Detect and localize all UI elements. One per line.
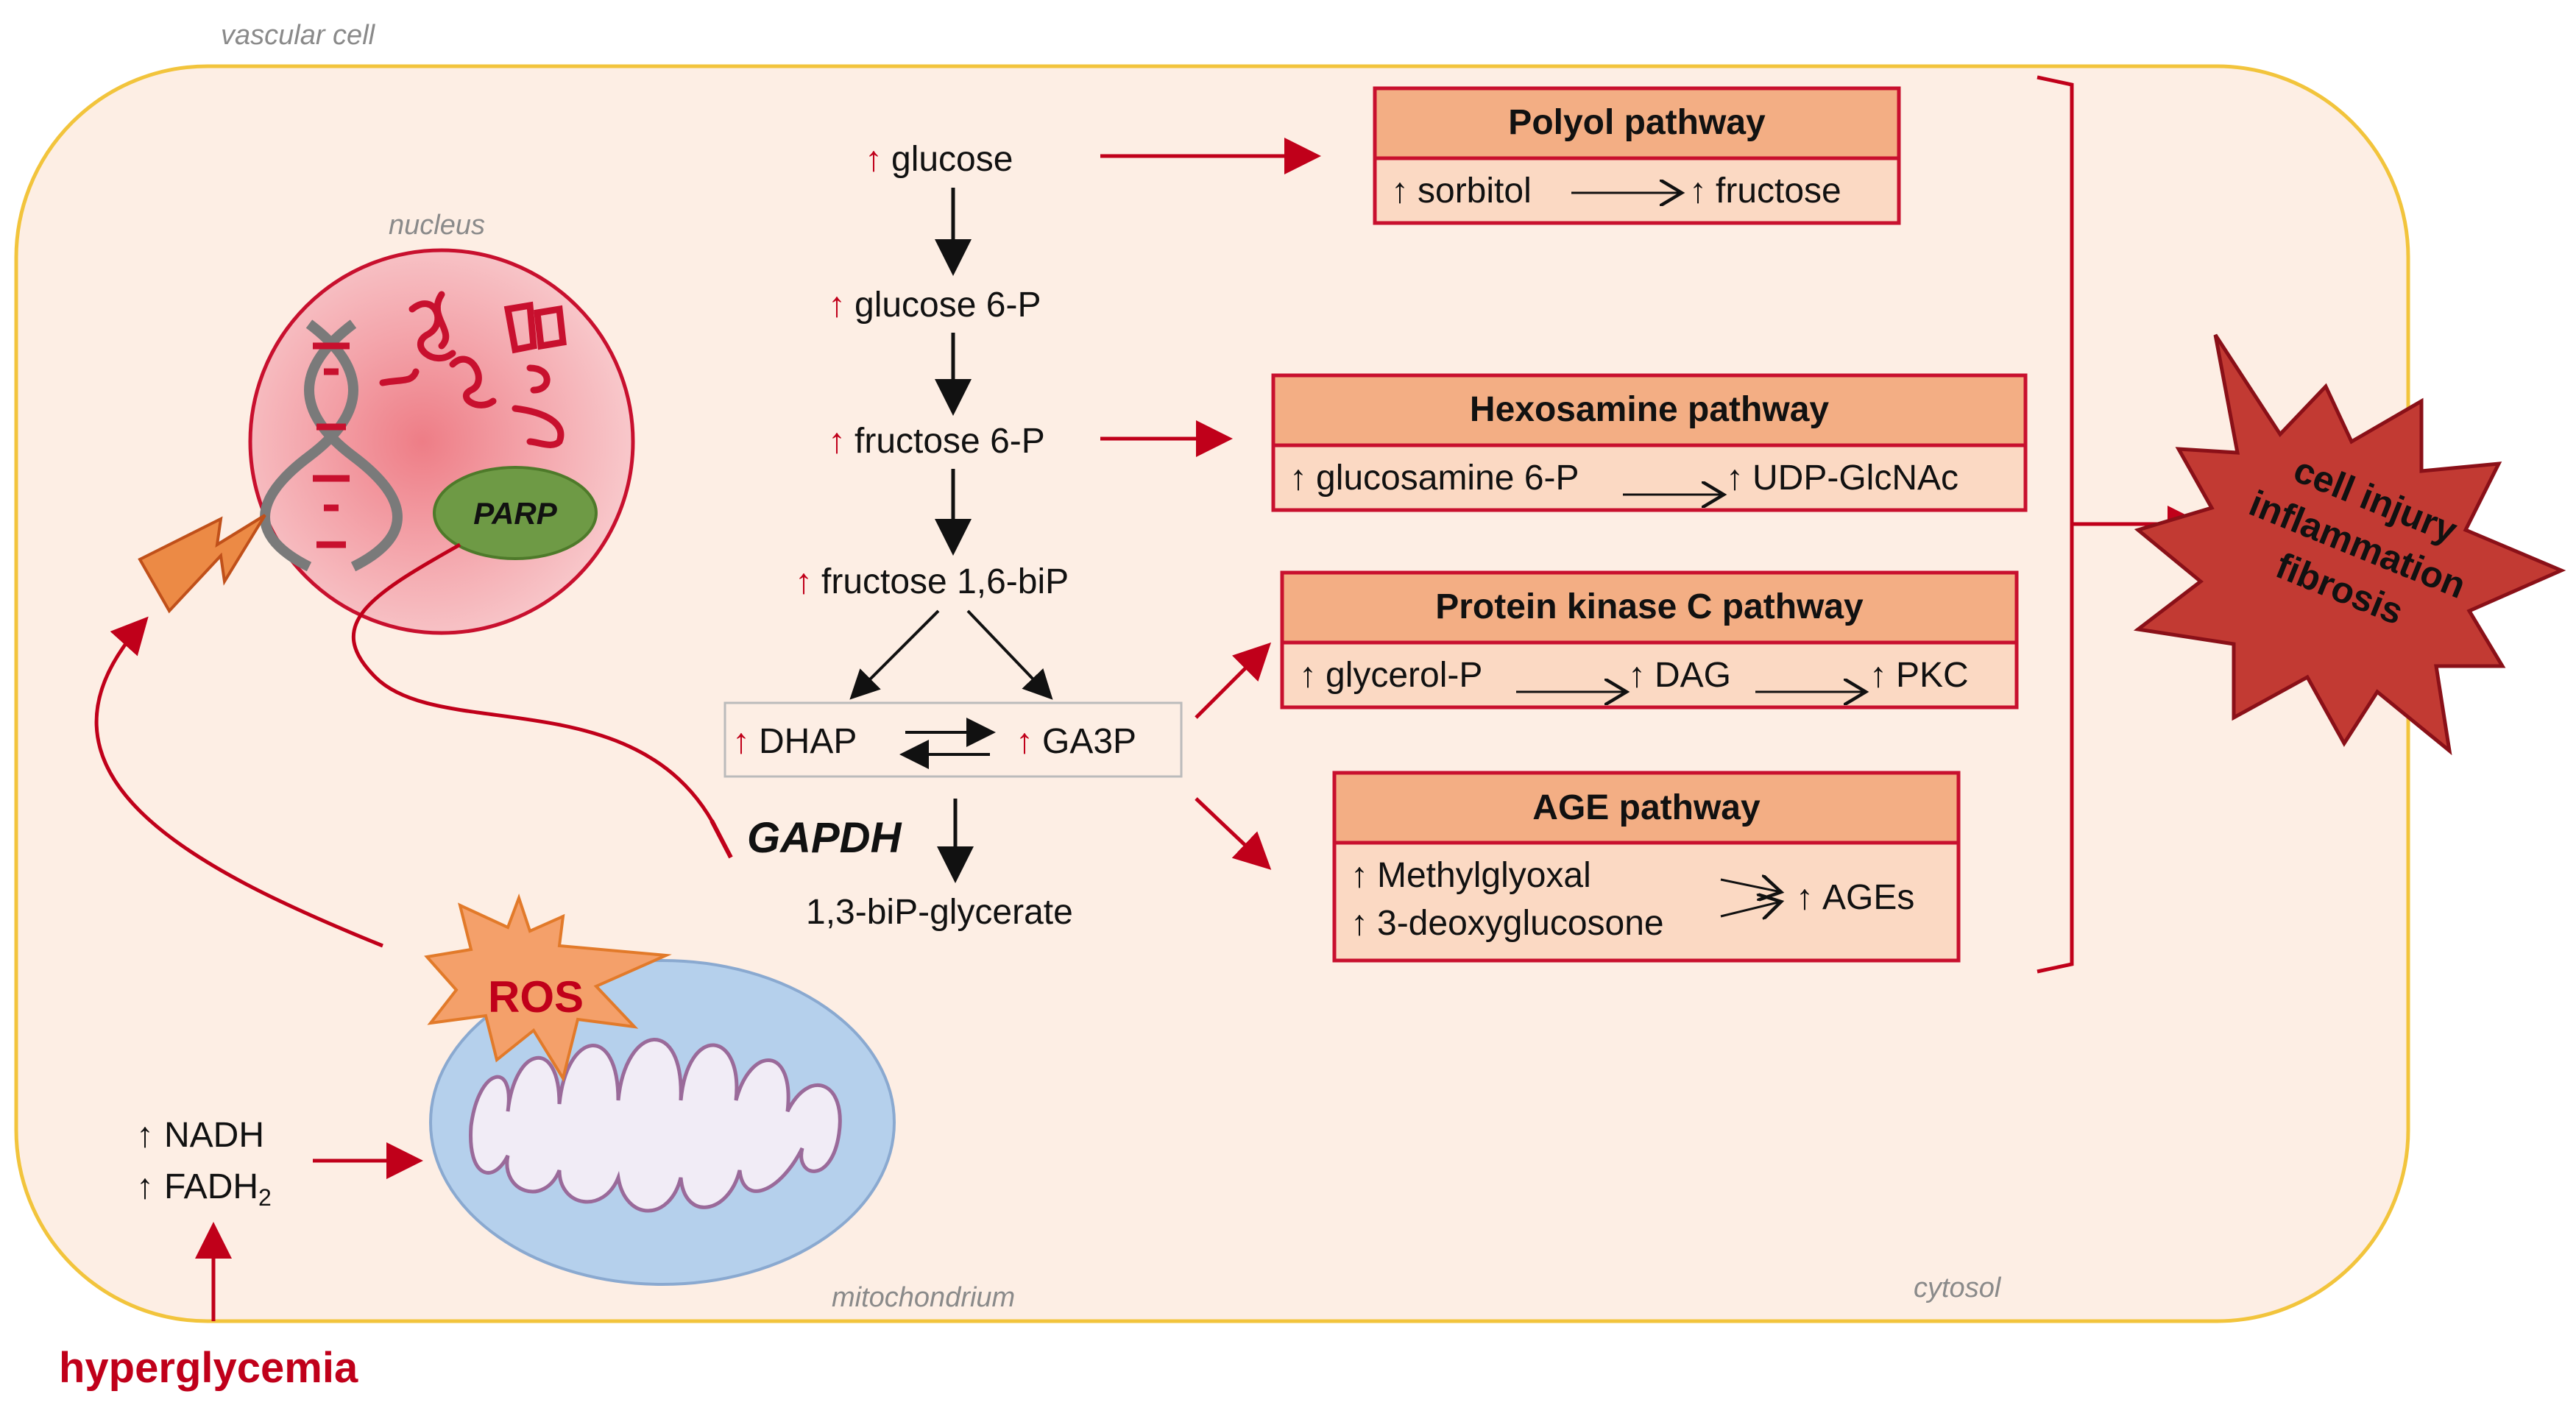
- gapdh-label: GAPDH: [747, 814, 902, 862]
- fadh2-label: ↑FADH2: [136, 1167, 272, 1211]
- age-arrow-2: [1720, 902, 1781, 916]
- biPglycerate-label: 1,3-biP-glycerate: [806, 893, 1073, 932]
- ros-label: ROS: [488, 972, 584, 1022]
- ga3p-to-age-arrow: [1195, 797, 1272, 870]
- dna-helix-icon: [260, 319, 403, 572]
- age-arrow-1: [1720, 880, 1781, 892]
- age-ages: ↑AGEs: [1796, 878, 1914, 917]
- outcome-burst: [2133, 333, 2566, 756]
- fructose6p-label: ↑fructose 6-P: [828, 422, 1045, 461]
- age-deoxyglucosone: ↑3-deoxyglucosone: [1351, 904, 1664, 943]
- cytosol-label: cytosol: [1914, 1273, 2002, 1303]
- arrow-f16bp-ga3p: [966, 609, 1053, 700]
- inhibition-bar: [710, 819, 733, 859]
- dhap-label: ↑DHAP: [732, 722, 857, 761]
- ga3p-label: ↑GA3P: [1016, 722, 1136, 761]
- vascular-cell-membrane: [14, 64, 2410, 1323]
- vascular-cell-label: vascular cell: [221, 20, 376, 51]
- pkc-glycerolp: ↑glycerol-P: [1299, 656, 1482, 695]
- nadh-label: ↑NADH: [136, 1116, 264, 1155]
- hexosamine-udp: ↑UDP-GlcNAc: [1726, 459, 1958, 498]
- parp-label: PARP: [473, 496, 558, 531]
- hexosamine-glucosamine: ↑glucosamine 6-P: [1289, 459, 1579, 498]
- age-pathway-box: AGE pathway ↑Methylglyoxal ↑3-deoxygluco…: [1332, 771, 1961, 963]
- polyol-pathway-box: Polyol pathway ↑sorbitol ↑fructose: [1373, 86, 1901, 225]
- ros-to-nucleus-arrow: [94, 616, 383, 948]
- age-methylglyoxal: ↑Methylglyoxal: [1351, 856, 1591, 895]
- hexosamine-title: Hexosamine pathway: [1470, 390, 1829, 429]
- lightning-bolt-icon: [138, 514, 266, 614]
- arrow-f16bp-dhap: [849, 609, 940, 700]
- pkc-pkc: ↑PKC: [1869, 656, 1969, 695]
- mitochondrium-label: mitochondrium: [832, 1282, 1015, 1313]
- polyol-fructose: ↑fructose: [1689, 171, 1841, 211]
- glucose-label: ↑glucose: [865, 140, 1013, 179]
- nucleus: nucleus PARP: [248, 210, 635, 635]
- dna-fragments-icon: [379, 291, 567, 448]
- hyperglycemia-label: hyperglycemia: [59, 1344, 358, 1392]
- ga3p-to-pkc-arrow: [1195, 642, 1272, 719]
- hexosamine-pathway-box: Hexosamine pathway ↑glucosamine 6-P ↑UDP…: [1271, 373, 2028, 512]
- pkc-pathway-box: Protein kinase C pathway ↑glycerol-P ↑DA…: [1280, 570, 2019, 710]
- nucleus-label: nucleus: [389, 210, 485, 241]
- parp-enzyme: [433, 466, 598, 560]
- age-title: AGE pathway: [1532, 788, 1761, 827]
- triose-phosphates-box: [723, 701, 1183, 778]
- pkc-title: Protein kinase C pathway: [1435, 587, 1864, 626]
- polyol-title: Polyol pathway: [1508, 103, 1766, 142]
- fructose16bip-label: ↑fructose 1,6-biP: [795, 562, 1069, 601]
- glycolysis-chain: ↑glucose ↑glucose 6-P ↑fructose 6-P ↑fru…: [723, 140, 1183, 932]
- glucose6p-label: ↑glucose 6-P: [828, 286, 1041, 325]
- polyol-sorbitol: ↑sorbitol: [1391, 171, 1532, 211]
- ros-burst: [424, 894, 672, 1083]
- pkc-dag: ↑DAG: [1628, 656, 1731, 695]
- parp-inhibits-gapdh-line: [351, 542, 723, 841]
